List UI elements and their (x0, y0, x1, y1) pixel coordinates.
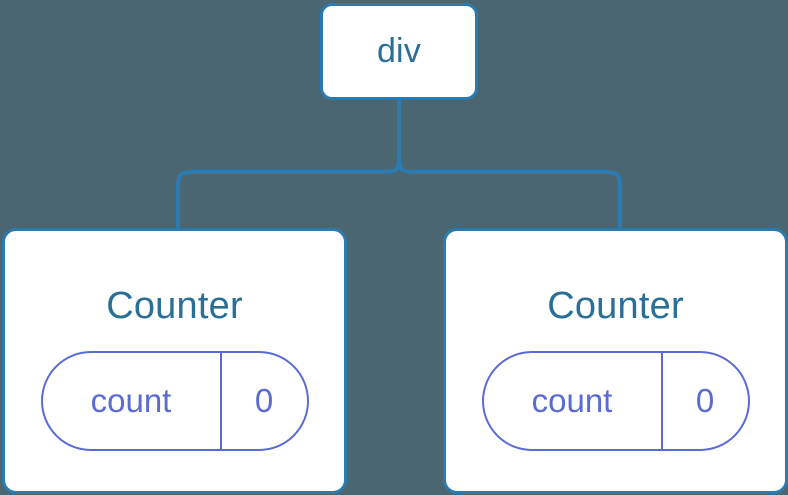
node-div-label: div (376, 32, 422, 70)
state-key-right: count (531, 382, 613, 419)
state-value-left: 0 (219, 353, 307, 449)
connector-to-counter-left (176, 148, 401, 232)
state-key-left: count (90, 382, 172, 419)
node-counter-right[interactable]: Counter count 0 (443, 228, 788, 494)
node-counter-left[interactable]: Counter count 0 (2, 228, 347, 494)
state-pill-right[interactable]: count 0 (481, 351, 750, 451)
node-div[interactable]: div (320, 3, 478, 100)
connector-to-counter-right (397, 148, 622, 232)
state-pill-left[interactable]: count 0 (40, 351, 309, 451)
node-counter-left-label: Counter (106, 285, 243, 327)
state-value-right: 0 (660, 353, 748, 449)
node-counter-right-label: Counter (547, 285, 684, 327)
